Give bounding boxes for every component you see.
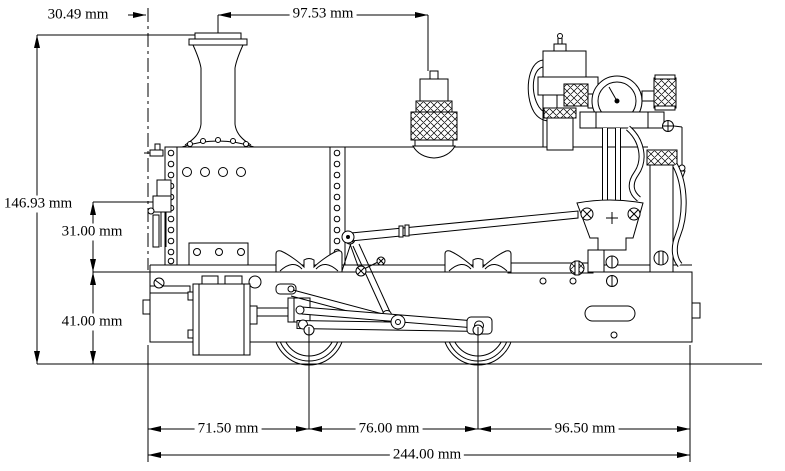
- frame-slot: [584, 305, 636, 322]
- cylinder-assembly: [187, 275, 311, 356]
- whistle-block: [542, 50, 587, 78]
- safety-valve: [410, 70, 458, 159]
- front-screw: [153, 277, 165, 289]
- stand-screw: [653, 250, 669, 266]
- leading-spring: [275, 250, 343, 273]
- reverser-stand: [649, 164, 674, 273]
- axle-extension-lines: [308, 327, 479, 429]
- manifold: [579, 111, 665, 129]
- smokebox: [164, 146, 346, 266]
- dim-label-overall-length: 244.00 mm: [389, 446, 465, 464]
- rear-step: [691, 302, 701, 319]
- hinge-strap-upper: [156, 179, 172, 197]
- dim-label-wheelbase: 76.00 mm: [355, 420, 423, 438]
- valve-gear: [275, 210, 579, 325]
- dim-label-front-to-chimney: 30.49 mm: [44, 6, 112, 24]
- return-crank: [390, 314, 406, 330]
- washout-plugs: [182, 167, 246, 177]
- whistle-loop: [527, 59, 549, 122]
- lubricator: [546, 117, 574, 151]
- leaf-springs: [275, 250, 512, 273]
- union-nut: [563, 83, 589, 107]
- dim-label-overall-height: 146.93 mm: [0, 195, 76, 213]
- lamp-iron-post: [154, 143, 161, 151]
- trailing-spring: [444, 250, 512, 273]
- hinge-strap-lower: [152, 195, 172, 213]
- bracket-screws: [580, 207, 641, 221]
- dim-label-chimney-to-valve: 97.53 mm: [289, 5, 357, 23]
- coupling-eye: [147, 207, 155, 215]
- weighshaft-bracket: [569, 199, 644, 276]
- chimney: [181, 32, 255, 148]
- hand-wheel: [662, 120, 674, 132]
- knurled-screw: [569, 260, 585, 276]
- regulator-knob: [653, 77, 677, 109]
- piston-gland: [249, 305, 258, 325]
- dim-label-fitting-height: 31.00 mm: [58, 223, 126, 241]
- frame-screw: [606, 275, 618, 287]
- valve-gland: [248, 275, 262, 289]
- front-hanger: [152, 214, 160, 248]
- gauge-needle: [608, 86, 618, 102]
- front-fittings: [144, 143, 172, 248]
- cab-fittings: [527, 33, 687, 273]
- reversing-rod: [341, 210, 579, 244]
- front-bracket: [142, 299, 151, 315]
- coupling-and-main-rods: [295, 305, 493, 336]
- lamp-iron: [149, 149, 164, 157]
- crosshead-pin: [295, 305, 305, 315]
- dim-label-axle-to-rear: 96.50 mm: [551, 420, 619, 438]
- dim-label-footplate-height: 41.00 mm: [58, 313, 126, 331]
- dim-label-front-to-axle: 71.50 mm: [194, 420, 262, 438]
- cylinder-block: [192, 283, 251, 356]
